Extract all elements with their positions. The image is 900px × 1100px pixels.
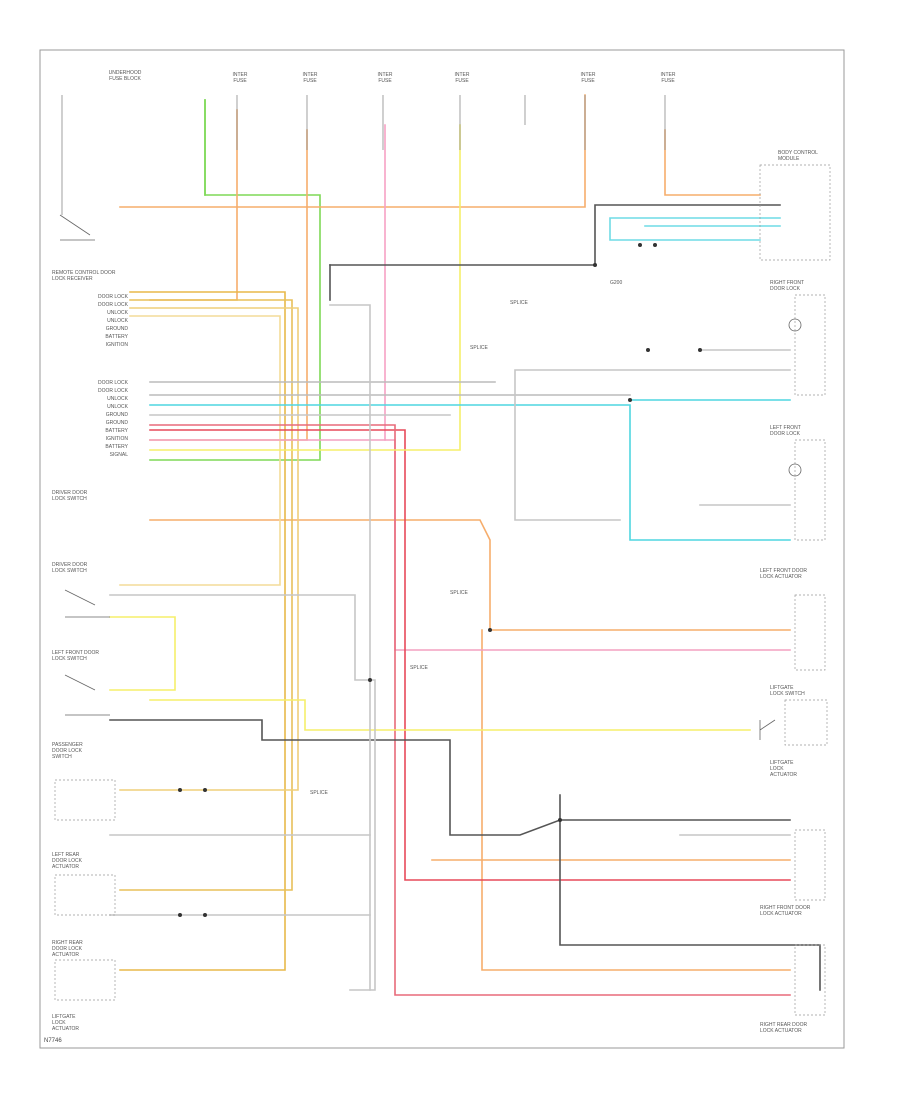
- wire-orange-4: [664, 129, 761, 196]
- wire-pink-2: [149, 439, 791, 651]
- wire-green: [149, 99, 321, 461]
- pin2-label-1: DOOR LOCK: [97, 380, 128, 386]
- label-fuse-1: INTER FUSE: [232, 72, 248, 84]
- label-right-7: LIFTGATE LOCK ACTUATOR: [770, 760, 798, 778]
- diagram-frame: [39, 49, 845, 1049]
- label-remote-receiver: REMOTE CONTROL DOOR LOCK RECEIVER: [52, 270, 116, 282]
- pin2-label-5: GROUND: [105, 412, 128, 418]
- label-left-1: DRIVER DOOR LOCK SWITCH: [52, 490, 88, 502]
- label-right-3: LEFT FRONT DOOR LOCK: [770, 425, 801, 437]
- label-left-5: LEFT REAR DOOR LOCK ACTUATOR: [52, 852, 83, 870]
- component-outlines: [54, 164, 831, 1016]
- wire-gray-5: [109, 594, 376, 991]
- pin2-label-9: BATTERY: [105, 444, 128, 450]
- wire-tan-1: [119, 291, 286, 971]
- wire-yellow-3: [149, 699, 751, 731]
- wire-orange-3: [149, 129, 308, 441]
- wire-orange-5: [149, 519, 791, 631]
- footer-code: N7746: [44, 1038, 62, 1044]
- pin2-label-7: BATTERY: [105, 428, 128, 434]
- splice-dots: [178, 243, 702, 917]
- wire-black-4: [559, 794, 821, 991]
- note-1: SPLICE: [510, 300, 528, 306]
- label-right-4: LEFT FRONT DOOR LOCK ACTUATOR: [760, 568, 808, 580]
- switch-symbols: [59, 214, 802, 740]
- wire-tan-3: [119, 307, 299, 791]
- wire-red: [149, 429, 791, 881]
- pin-label-2: DOOR LOCK: [97, 302, 128, 308]
- pin-label-5: GROUND: [105, 326, 128, 332]
- pin-label-7: IGNITION: [105, 342, 128, 348]
- label-fuse-5: INTER FUSE: [580, 72, 596, 84]
- wires: [109, 94, 821, 996]
- label-left-3: LEFT FRONT DOOR LOCK SWITCH: [52, 650, 100, 662]
- pin2-label-2: DOOR LOCK: [97, 388, 128, 394]
- pin2-label-8: IGNITION: [105, 436, 128, 442]
- wire-orange: [119, 94, 586, 208]
- label-fuse-4: INTER FUSE: [454, 72, 470, 84]
- label-left-6: RIGHT REAR DOOR LOCK ACTUATOR: [52, 940, 83, 958]
- label-fuse-6: INTER FUSE: [660, 72, 676, 84]
- pin-label-1: DOOR LOCK: [97, 294, 128, 300]
- label-right-5: RIGHT FRONT DOOR LOCK ACTUATOR: [760, 905, 811, 917]
- note-6: G200: [610, 280, 623, 286]
- wire-cyan: [149, 404, 791, 541]
- note-5: SPLICE: [310, 790, 328, 796]
- note-3: SPLICE: [450, 590, 468, 596]
- wire-red-2: [149, 424, 791, 996]
- label-right-1: BODY CONTROL MODULE: [778, 150, 818, 162]
- pin-label-4: UNLOCK: [107, 318, 128, 324]
- pin2-label-4: UNLOCK: [107, 404, 128, 410]
- wire-black: [329, 204, 781, 266]
- label-fuse-3: INTER FUSE: [377, 72, 393, 84]
- wire-gray-9: [699, 349, 791, 506]
- pin2-label-6: GROUND: [105, 420, 128, 426]
- pin2-label-3: UNLOCK: [107, 396, 128, 402]
- wire-yellow-2: [109, 616, 176, 691]
- wire-cyan-3: [609, 217, 781, 241]
- label-left-7: LIFTGATE LOCK ACTUATOR: [52, 1014, 80, 1032]
- note-4: SPLICE: [410, 665, 428, 671]
- fuse-stubs: [61, 95, 666, 215]
- pin-label-6: BATTERY: [105, 334, 128, 340]
- wire-orange-2: [149, 109, 238, 301]
- label-left-2: DRIVER DOOR LOCK SWITCH: [52, 562, 88, 574]
- pin-label-3: UNLOCK: [107, 310, 128, 316]
- label-underhood-fuse-block: UNDERHOOD FUSE BLOCK: [108, 70, 142, 82]
- label-right-2: RIGHT FRONT DOOR LOCK: [770, 280, 805, 292]
- label-right-6: LIFTGATE LOCK SWITCH: [770, 685, 805, 697]
- pin2-label-10: SIGNAL: [109, 452, 128, 458]
- wire-yellow: [149, 124, 461, 451]
- wire-orange-6: [481, 629, 791, 971]
- label-right-8: RIGHT REAR DOOR LOCK ACTUATOR: [760, 1022, 808, 1034]
- note-2: SPLICE: [470, 345, 488, 351]
- label-left-4: PASSENGER DOOR LOCK SWITCH: [52, 742, 83, 760]
- wire-gray-4: [329, 304, 371, 991]
- wire-black-3: [109, 719, 791, 836]
- label-fuse-2: INTER FUSE: [302, 72, 318, 84]
- wire-gray-8: [514, 369, 791, 521]
